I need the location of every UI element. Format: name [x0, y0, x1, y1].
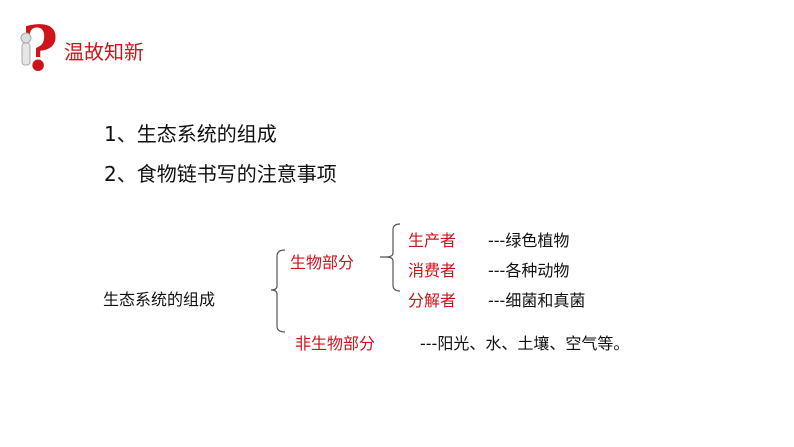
role-consumer: 消费者	[408, 261, 457, 280]
page-title: 温故知新	[64, 40, 144, 64]
diagram-root: 生态系统的组成	[103, 290, 216, 309]
biotic-label: 生物部分	[290, 253, 355, 272]
abiotic-desc: ---阳光、水、土壤、空气等。	[420, 334, 630, 353]
abiotic-label: 非生物部分	[295, 334, 376, 353]
root-brace	[270, 249, 286, 333]
desc-decomposer: ---细菌和真菌	[488, 291, 586, 310]
question-mark-figure-icon: ?	[20, 12, 58, 85]
role-producer: 生产者	[408, 231, 457, 250]
role-decomposer: 分解者	[408, 291, 457, 310]
topic-2: 2、食物链书写的注意事项	[104, 162, 337, 186]
desc-producer: ---绿色植物	[488, 231, 570, 250]
topic-1: 1、生态系统的组成	[104, 122, 277, 146]
biotic-brace	[380, 223, 401, 292]
desc-consumer: ---各种动物	[488, 261, 570, 280]
